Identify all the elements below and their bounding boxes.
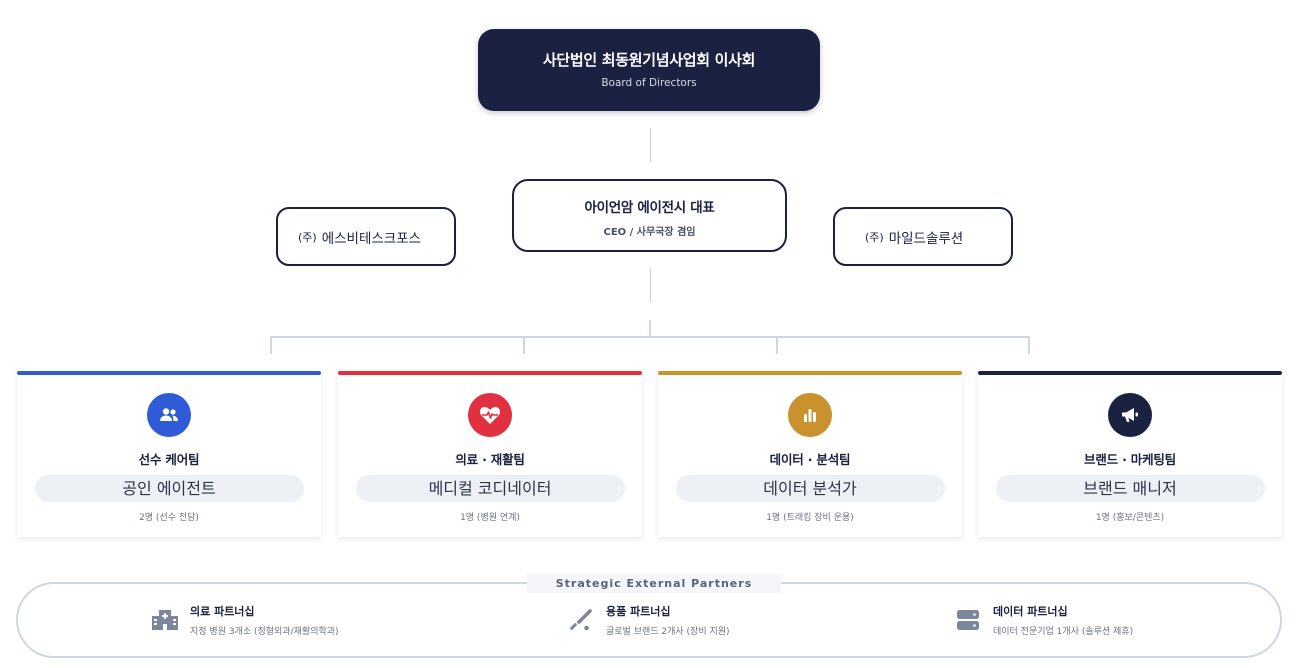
bar-chart-icon	[804, 409, 816, 422]
team-card-data-analysis: 데이터 · 분석팀 데이터 분석가 1명 (트래킹 장비 운용)	[658, 371, 962, 537]
connector-trunk	[649, 320, 651, 338]
affiliate-name: 에스비테스크포스	[321, 230, 422, 247]
team-name: 데이터 · 분석팀	[769, 452, 851, 467]
connector-branch	[270, 336, 1030, 338]
team-role-pill: 공인 에이전트	[34, 475, 304, 502]
team-headcount: 2명 (선수 전담)	[139, 513, 199, 523]
team-icon-circle	[788, 393, 832, 437]
ceo-subtitle: CEO / 사무국장 겸임	[603, 227, 696, 238]
partner-item-equipment: 용품 파트너십 글로벌 브랜드 2개사 (장비 지원)	[566, 603, 730, 637]
partner-detail: 지정 병원 3개소 (정형외과/재활의학과)	[190, 627, 339, 637]
partners-title: Strategic External Partners	[527, 574, 781, 593]
team-name: 선수 케어팀	[138, 452, 200, 467]
partner-label: 용품 파트너십	[606, 605, 671, 618]
connector-team-3	[776, 336, 778, 354]
board-of-directors-box: 사단법인 최동원기념사업회 이사회 Board of Directors	[478, 29, 820, 111]
corporation-mark: (주)	[865, 230, 884, 244]
corporation-mark: (주)	[298, 230, 317, 244]
team-icon-circle	[468, 393, 512, 437]
team-accent-bar	[17, 371, 321, 375]
megaphone-icon	[1122, 408, 1138, 422]
team-icon-circle	[1108, 393, 1152, 437]
external-partners-panel	[16, 582, 1282, 658]
server-icon	[953, 605, 983, 635]
heartbeat-icon	[479, 407, 501, 424]
team-accent-bar	[338, 371, 642, 375]
team-name: 의료 · 재활팀	[455, 452, 525, 467]
affiliate-box-right: (주) 마일드솔루션	[833, 207, 1013, 266]
connector-team-4	[1028, 336, 1030, 354]
hospital-icon	[150, 605, 180, 635]
board-subtitle: Board of Directors	[601, 77, 697, 89]
users-icon	[160, 408, 178, 421]
partner-detail: 데이터 전문기업 1개사 (솔루션 제휴)	[993, 627, 1134, 637]
baseball-bat-icon	[566, 605, 596, 635]
team-role-pill: 메디컬 코디네이터	[355, 475, 625, 502]
connector-ceo-down	[650, 268, 651, 303]
ceo-box: 아이언암 에이전시 대표 CEO / 사무국장 겸임	[512, 179, 787, 252]
connector-board-ceo	[650, 128, 651, 162]
team-role-pill: 데이터 분석가	[675, 475, 945, 502]
connector-team-2	[523, 336, 525, 354]
affiliate-box-left: (주) 에스비테스크포스	[276, 207, 456, 266]
team-accent-bar	[658, 371, 962, 375]
team-role-pill: 브랜드 매니저	[995, 475, 1265, 502]
board-title: 사단법인 최동원기념사업회 이사회	[542, 51, 756, 69]
team-card-medical-rehab: 의료 · 재활팀 메디컬 코디네이터 1명 (병원 연계)	[338, 371, 642, 537]
partner-label: 데이터 파트너십	[993, 605, 1068, 618]
team-name: 브랜드 · 마케팅팀	[1084, 452, 1176, 467]
team-headcount: 1명 (트래킹 장비 운용)	[766, 513, 854, 523]
team-icon-circle	[147, 393, 191, 437]
team-headcount: 1명 (홍보/콘텐츠)	[1095, 513, 1165, 523]
partner-detail: 글로벌 브랜드 2개사 (장비 지원)	[606, 627, 730, 637]
team-accent-bar	[978, 371, 1282, 375]
partner-item-data: 데이터 파트너십 데이터 전문기업 1개사 (솔루션 제휴)	[953, 603, 1133, 637]
team-headcount: 1명 (병원 연계)	[460, 513, 520, 523]
team-card-brand-marketing: 브랜드 · 마케팅팀 브랜드 매니저 1명 (홍보/콘텐츠)	[978, 371, 1282, 537]
affiliate-name: 마일드솔루션	[888, 230, 964, 247]
team-card-player-care: 선수 케어팀 공인 에이전트 2명 (선수 전담)	[17, 371, 321, 537]
partner-label: 의료 파트너십	[190, 605, 255, 618]
partner-item-medical: 의료 파트너십 지정 병원 3개소 (정형외과/재활의학과)	[150, 603, 339, 637]
ceo-title: 아이언암 에이전시 대표	[584, 200, 715, 216]
connector-team-1	[270, 336, 272, 354]
